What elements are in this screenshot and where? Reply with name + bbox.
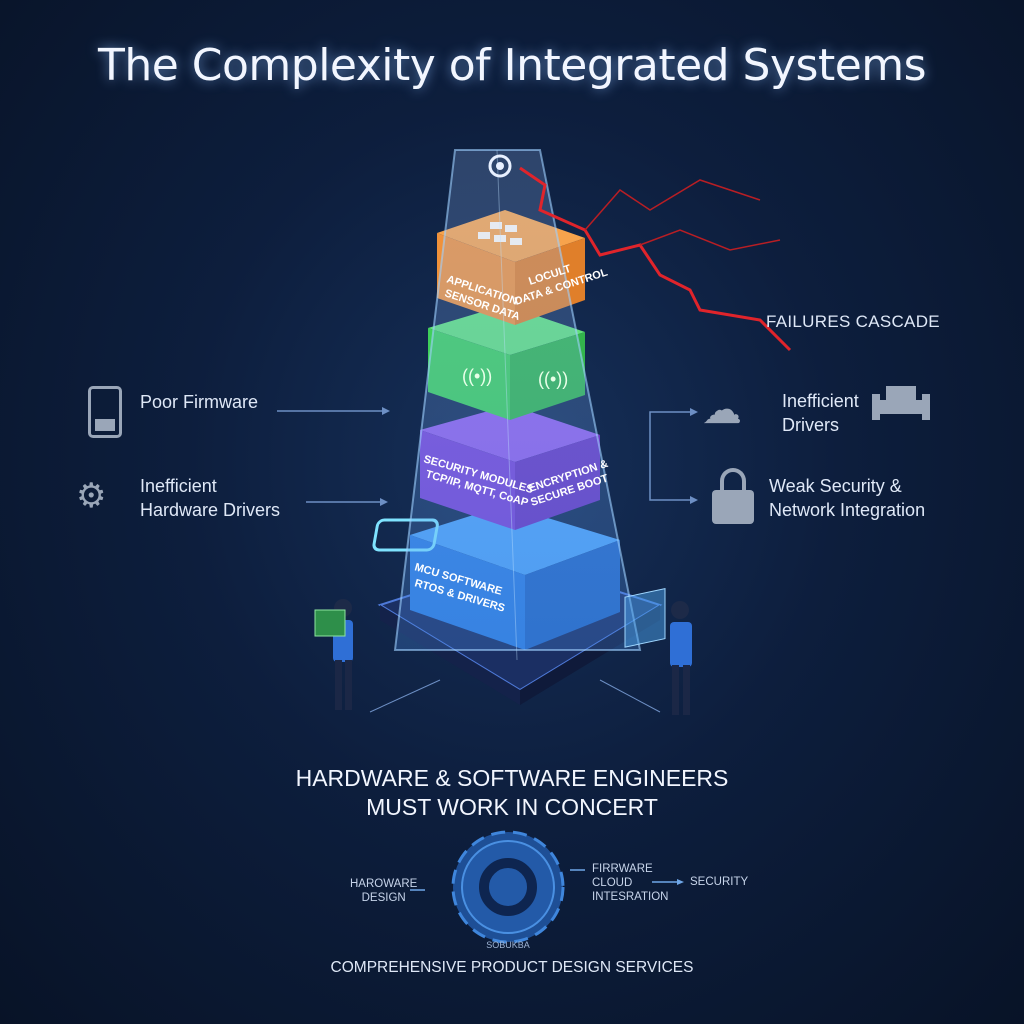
process-step-hardware: HAROWARE DESIGN [350,877,417,905]
step-line: HAROWARE [350,878,418,890]
bracket-connector [649,411,695,501]
issue-line: Inefficient [782,391,859,411]
issue-line: Inefficient [140,476,217,496]
wireless-icon: ((•)) [462,366,492,386]
page-title: The Complexity of Integrated Systems [97,40,927,91]
issue-poor-firmware: Poor Firmware [140,392,259,412]
issue-line: Network Integration [769,500,926,520]
process-gear-icon [451,830,565,944]
hardware-gear-icon: ⚙ [76,477,107,515]
cloud-icon: ☁ [702,388,742,432]
battery-icon [88,386,122,438]
footer-tagline: COMPREHENSIVE PRODUCT DESIGN SERVICES [330,959,694,976]
glass-tower [393,149,642,651]
issue-hardware-drivers: Inefficient Hardware Drivers [140,474,280,522]
gear-ring-text: SOBUKBA [486,940,530,950]
step-line: DESIGN [361,892,406,904]
hardware-engineer [314,599,353,710]
issue-weak-security: Weak Security & Network Integration [769,474,925,522]
concert-message: HARDWARE & SOFTWARE ENGINEERS MUST WORK … [0,764,1024,822]
issue-inefficient-drivers: Inefficient Drivers [782,389,859,437]
pipe-icon [872,386,930,428]
software-engineer [624,588,692,715]
step-line: FIRRWARE [592,863,653,875]
concert-line: MUST WORK IN CONCERT [366,794,658,820]
issue-line: Hardware Drivers [140,500,281,520]
issue-line: Drivers [782,415,839,435]
step-line: INTESRATION [592,891,669,903]
failures-cascade-label: FAILURES CASCADE [766,312,940,331]
process-step-firmware: FIRRWARE CLOUD INTESRATION [592,862,668,904]
lock-icon [712,468,754,524]
target-icon [488,154,512,178]
process-step-security: SECURITY [690,876,749,888]
issue-line: Weak Security & [769,476,902,496]
wireless-icon: ((•)) [538,369,568,389]
concert-line: HARDWARE & SOFTWARE ENGINEERS [295,765,729,791]
step-line: CLOUD [592,877,633,889]
